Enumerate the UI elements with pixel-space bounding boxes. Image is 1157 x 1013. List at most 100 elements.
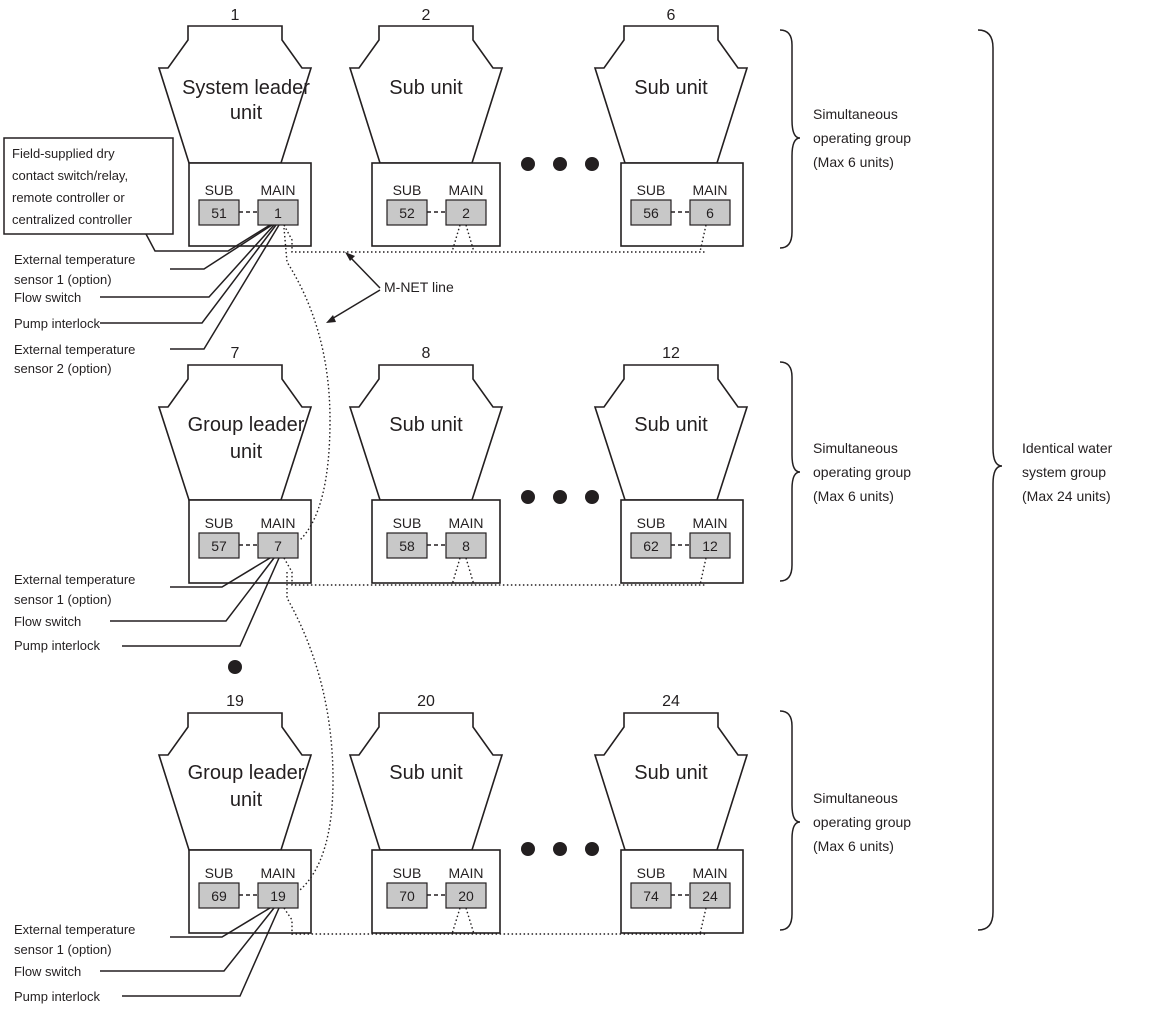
main-address: 8 bbox=[462, 538, 470, 554]
unit-label: Sub unit bbox=[389, 762, 463, 784]
sub-header: SUB bbox=[393, 182, 422, 198]
sub-header: SUB bbox=[637, 182, 666, 198]
unit-label: Group leader bbox=[188, 414, 305, 436]
unit-label: Sub unit bbox=[389, 77, 463, 99]
unit-label: System leader bbox=[182, 77, 310, 99]
unit-block-12 bbox=[593, 364, 749, 584]
field-box-line: Field-supplied dry bbox=[12, 146, 115, 161]
group-label: operating group bbox=[813, 464, 911, 480]
main-address: 24 bbox=[702, 888, 718, 904]
group-label: Simultaneous bbox=[813, 440, 898, 456]
group-label: operating group bbox=[813, 814, 911, 830]
unit-number: 19 bbox=[226, 693, 244, 710]
main-header: MAIN bbox=[449, 865, 484, 881]
unit-number: 2 bbox=[422, 7, 431, 24]
row1-connection-lines bbox=[100, 224, 280, 350]
group-label: Simultaneous bbox=[813, 106, 898, 122]
mnet-label: M-NET line bbox=[384, 279, 454, 295]
connection-label: Pump interlock bbox=[14, 989, 100, 1004]
sub-address: 69 bbox=[211, 888, 227, 904]
sub-address: 74 bbox=[643, 888, 659, 904]
unit-block-6 bbox=[593, 25, 749, 247]
sub-address: 51 bbox=[211, 205, 227, 221]
group-label: (Max 6 units) bbox=[813, 838, 894, 854]
field-box-line: centralized controller bbox=[12, 212, 133, 227]
unit-number: 6 bbox=[667, 7, 676, 24]
unit-label: Sub unit bbox=[634, 77, 708, 99]
unit-number: 7 bbox=[231, 345, 240, 362]
mnet-callout bbox=[326, 252, 381, 323]
group-braces bbox=[779, 29, 1003, 931]
main-address: 12 bbox=[702, 538, 718, 554]
main-header: MAIN bbox=[261, 515, 296, 531]
main-header: MAIN bbox=[693, 515, 728, 531]
field-supplied-box bbox=[3, 137, 174, 235]
main-address-box bbox=[257, 199, 299, 226]
group-label: operating group bbox=[813, 130, 911, 146]
sub-header: SUB bbox=[637, 865, 666, 881]
group-label: Simultaneous bbox=[813, 790, 898, 806]
unit-label: Sub unit bbox=[389, 414, 463, 436]
unit-label: unit bbox=[230, 789, 263, 811]
unit-number: 20 bbox=[417, 693, 435, 710]
main-address: 1 bbox=[274, 205, 282, 221]
unit-label: unit bbox=[230, 441, 263, 463]
sub-header: SUB bbox=[393, 865, 422, 881]
connection-label: Flow switch bbox=[14, 964, 81, 979]
sub-address: 52 bbox=[399, 205, 415, 221]
connection-label: sensor 2 (option) bbox=[14, 361, 112, 376]
unit-block-2 bbox=[348, 25, 504, 247]
connection-label: Pump interlock bbox=[14, 638, 100, 653]
system-group-label: Identical water bbox=[1022, 440, 1113, 456]
unit-number: 12 bbox=[662, 345, 680, 362]
unit-label: unit bbox=[230, 102, 263, 124]
connection-label: sensor 1 (option) bbox=[14, 272, 112, 287]
main-header: MAIN bbox=[261, 865, 296, 881]
main-header: MAIN bbox=[449, 515, 484, 531]
row3-connection-lines bbox=[100, 907, 280, 997]
connection-label: External temperature bbox=[14, 922, 135, 937]
unit-block-7 bbox=[157, 364, 313, 584]
sub-address: 58 bbox=[399, 538, 415, 554]
system-group-label: system group bbox=[1022, 464, 1106, 480]
sub-header: SUB bbox=[205, 865, 234, 881]
main-header: MAIN bbox=[693, 182, 728, 198]
group-label: (Max 6 units) bbox=[813, 154, 894, 170]
sub-header: SUB bbox=[637, 515, 666, 531]
row2-connection-lines bbox=[110, 557, 280, 647]
unit-number: 24 bbox=[662, 693, 680, 710]
connection-label: sensor 1 (option) bbox=[14, 592, 112, 607]
sub-address: 70 bbox=[399, 888, 415, 904]
unit-block-1 bbox=[157, 25, 313, 247]
main-address: 19 bbox=[270, 888, 286, 904]
sub-address-box bbox=[198, 199, 240, 226]
ellipsis-dots bbox=[228, 157, 599, 856]
main-address: 20 bbox=[458, 888, 474, 904]
mnet-lines bbox=[283, 224, 707, 935]
unit-label: Sub unit bbox=[634, 414, 708, 436]
main-header: MAIN bbox=[449, 182, 484, 198]
sub-header: SUB bbox=[393, 515, 422, 531]
field-box-line: remote controller or bbox=[12, 190, 125, 205]
connection-label: External temperature bbox=[14, 572, 135, 587]
main-address: 7 bbox=[274, 538, 282, 554]
unit-label: Sub unit bbox=[634, 762, 708, 784]
connection-label: Pump interlock bbox=[14, 316, 100, 331]
main-address: 6 bbox=[706, 205, 714, 221]
main-address: 2 bbox=[462, 205, 470, 221]
unit-block-20 bbox=[348, 712, 504, 934]
unit-block-8 bbox=[348, 364, 504, 584]
group-label: (Max 6 units) bbox=[813, 488, 894, 504]
unit-label: Group leader bbox=[188, 762, 305, 784]
main-header: MAIN bbox=[261, 182, 296, 198]
unit-block-19 bbox=[157, 712, 313, 934]
connection-label: Flow switch bbox=[14, 614, 81, 629]
sub-header: SUB bbox=[205, 515, 234, 531]
sub-header: SUB bbox=[205, 182, 234, 198]
sub-address: 62 bbox=[643, 538, 659, 554]
connection-label: sensor 1 (option) bbox=[14, 942, 112, 957]
sub-address: 56 bbox=[643, 205, 659, 221]
unit-block-24 bbox=[593, 712, 749, 934]
field-box-line: contact switch/relay, bbox=[12, 168, 128, 183]
